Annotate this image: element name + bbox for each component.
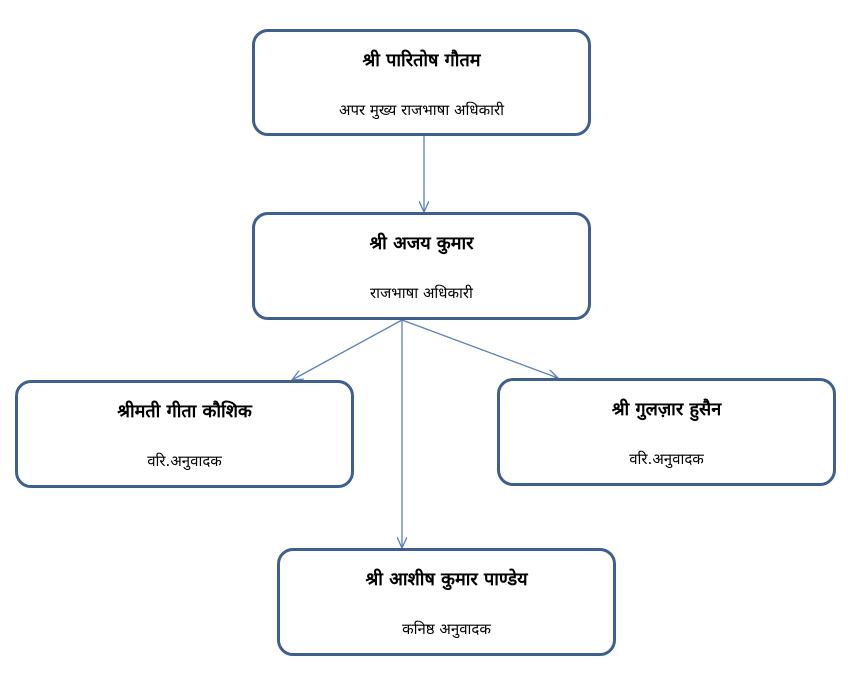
node-role: वरि.अनुवादक — [147, 452, 222, 470]
node-box-ashish-kumar-pandey: श्री आशीष कुमार पाण्डेय कनिष्ठ अनुवादक — [277, 548, 616, 656]
connector-n2-to-n4 — [401, 319, 558, 378]
node-role: वरि.अनुवादक — [629, 450, 704, 468]
node-name: श्री गुलज़ार हुसैन — [611, 399, 722, 420]
node-name: श्री आशीष कुमार पाण्डेय — [365, 569, 528, 590]
node-name: श्रीमती गीता कौशिक — [117, 401, 252, 422]
node-box-paritosh-gautam: श्री पारितोष गौतम अपर मुख्य राजभाषा अधिक… — [252, 29, 591, 136]
node-box-ajay-kumar: श्री अजय कुमार राजभाषा अधिकारी — [252, 212, 591, 320]
node-role: कनिष्ठ अनुवादक — [402, 620, 491, 638]
node-role: अपर मुख्य राजभाषा अधिकारी — [339, 101, 504, 119]
node-box-geeta-kaushik: श्रीमती गीता कौशिक वरि.अनुवादक — [15, 380, 354, 488]
node-box-gulzar-hussain: श्री गुलज़ार हुसैन वरि.अनुवादक — [497, 378, 836, 486]
node-role: राजभाषा अधिकारी — [370, 284, 473, 302]
node-name: श्री पारितोष गौतम — [362, 50, 481, 71]
connector-n2-to-n3 — [292, 319, 403, 380]
node-name: श्री अजय कुमार — [369, 233, 474, 254]
